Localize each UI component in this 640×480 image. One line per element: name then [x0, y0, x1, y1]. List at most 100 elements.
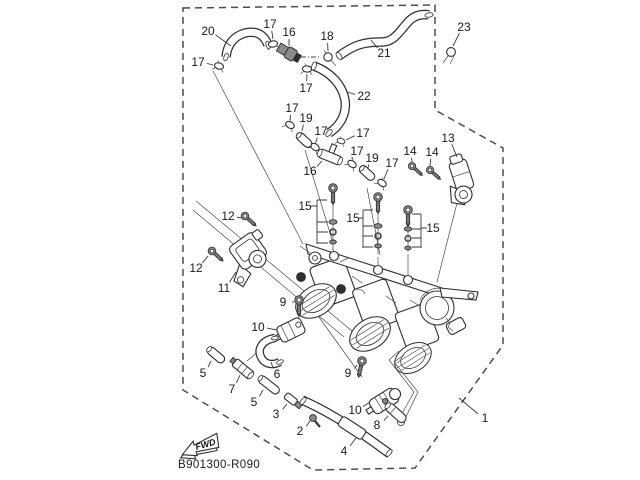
callout-label-22: 22	[357, 89, 371, 103]
hose-19-b	[358, 165, 376, 181]
callout-label-23: 23	[457, 20, 471, 34]
callout-leader-14	[429, 158, 432, 167]
hose-5-a	[206, 346, 226, 364]
callout-label-15: 15	[426, 221, 440, 235]
callout-leader-7	[236, 374, 241, 384]
callout-leader-21	[370, 39, 378, 49]
bolt-9-right	[353, 355, 368, 379]
ring-18	[323, 50, 337, 67]
callout-leader-22	[346, 91, 356, 95]
callout-label-13: 13	[441, 131, 455, 145]
callout-leader-1	[458, 397, 479, 415]
callout-label-2: 2	[297, 424, 304, 438]
funnel-3	[394, 341, 432, 375]
callout-leader-6	[270, 361, 274, 368]
callout-leader-12	[202, 255, 209, 264]
callout-label-7: 7	[229, 382, 236, 396]
hose-20	[221, 27, 273, 62]
clip-23	[442, 47, 456, 65]
bolt-12-b	[206, 245, 227, 265]
damper-8	[384, 402, 407, 424]
sensor-13	[448, 153, 475, 206]
callout-leader-2	[305, 420, 311, 427]
callout-label-6: 6	[274, 367, 281, 381]
callout-label-17: 17	[385, 156, 399, 170]
callout-label-17: 17	[263, 17, 277, 31]
callout-leader-9	[354, 364, 358, 369]
callout-label-15: 15	[346, 211, 360, 225]
callout-leader-10	[266, 327, 278, 331]
callout-label-17: 17	[314, 124, 328, 138]
bolt-14-a	[406, 160, 426, 179]
callout-leader-17	[206, 62, 214, 66]
callout-label-12: 12	[189, 261, 203, 275]
hose-21	[335, 9, 434, 61]
callout-leader-5	[259, 389, 264, 397]
bolt-14-b	[424, 164, 444, 183]
callout-label-10: 10	[251, 320, 265, 334]
funnel-2	[349, 316, 391, 352]
callout-leader-20	[215, 34, 232, 47]
joint-7	[229, 356, 255, 380]
callout-leader-23	[452, 32, 460, 47]
bolt-15-middle	[359, 192, 383, 254]
callout-leader-13	[451, 144, 458, 158]
callout-label-5: 5	[251, 395, 258, 409]
diagram-code: B901300-R090	[178, 459, 260, 471]
callout-label-19: 19	[299, 111, 313, 125]
funnel-1	[295, 283, 337, 319]
callout-label-5: 5	[200, 366, 207, 380]
assembly-boundary	[182, 4, 504, 471]
callout-label-21: 21	[377, 46, 391, 60]
callout-leader-8	[383, 415, 389, 421]
joint-3	[283, 392, 303, 410]
callout-label-14: 14	[425, 145, 439, 159]
callout-label-10: 10	[348, 403, 362, 417]
callout-label-15: 15	[298, 199, 312, 213]
callout-label-16: 16	[303, 164, 317, 178]
throttle-body-assembly	[295, 243, 479, 375]
callout-label-3: 3	[273, 407, 280, 421]
fuel-pipe-4	[299, 395, 393, 458]
callout-leader-17	[289, 114, 291, 121]
screw-8	[381, 397, 389, 405]
hose-5-b	[257, 375, 280, 395]
clamp-screw-2	[309, 414, 321, 428]
callout-label-20: 20	[201, 24, 215, 38]
callout-label-17: 17	[299, 81, 313, 95]
callout-leader-19	[301, 124, 304, 132]
elbow-hose-6	[255, 333, 284, 369]
callout-label-16: 16	[282, 25, 296, 39]
callout-label-1: 1	[482, 411, 489, 425]
callout-leader-19	[367, 164, 370, 169]
callout-label-18: 18	[320, 29, 334, 43]
callout-label-17: 17	[285, 101, 299, 115]
callout-label-19: 19	[365, 151, 379, 165]
joint-16-top	[275, 42, 302, 64]
callout-label-11: 11	[218, 281, 231, 295]
callout-leader-5	[207, 360, 212, 368]
callout-leader-16	[316, 160, 323, 167]
callout-leader-10	[362, 401, 371, 408]
callout-leader-17	[271, 30, 274, 40]
callout-leader-17	[383, 169, 389, 180]
sensor-11	[229, 229, 267, 288]
callout-leader-4	[349, 437, 357, 447]
callout-label-17: 17	[350, 144, 364, 158]
fwd-arrow: FWD	[179, 432, 220, 460]
callout-leader-11	[229, 271, 237, 283]
callout-label-9: 9	[280, 295, 287, 309]
hose-19-a	[295, 132, 313, 148]
callout-leader-3	[282, 403, 288, 410]
hose-22	[311, 61, 351, 138]
callout-label-9: 9	[345, 366, 352, 380]
callout-leader-17	[345, 135, 355, 141]
callout-leader-12	[236, 216, 242, 219]
callout-label-17: 17	[356, 126, 370, 140]
joint-16-tee	[317, 143, 343, 166]
bolt-15-left	[311, 183, 338, 250]
callout-label-12: 12	[221, 209, 235, 223]
